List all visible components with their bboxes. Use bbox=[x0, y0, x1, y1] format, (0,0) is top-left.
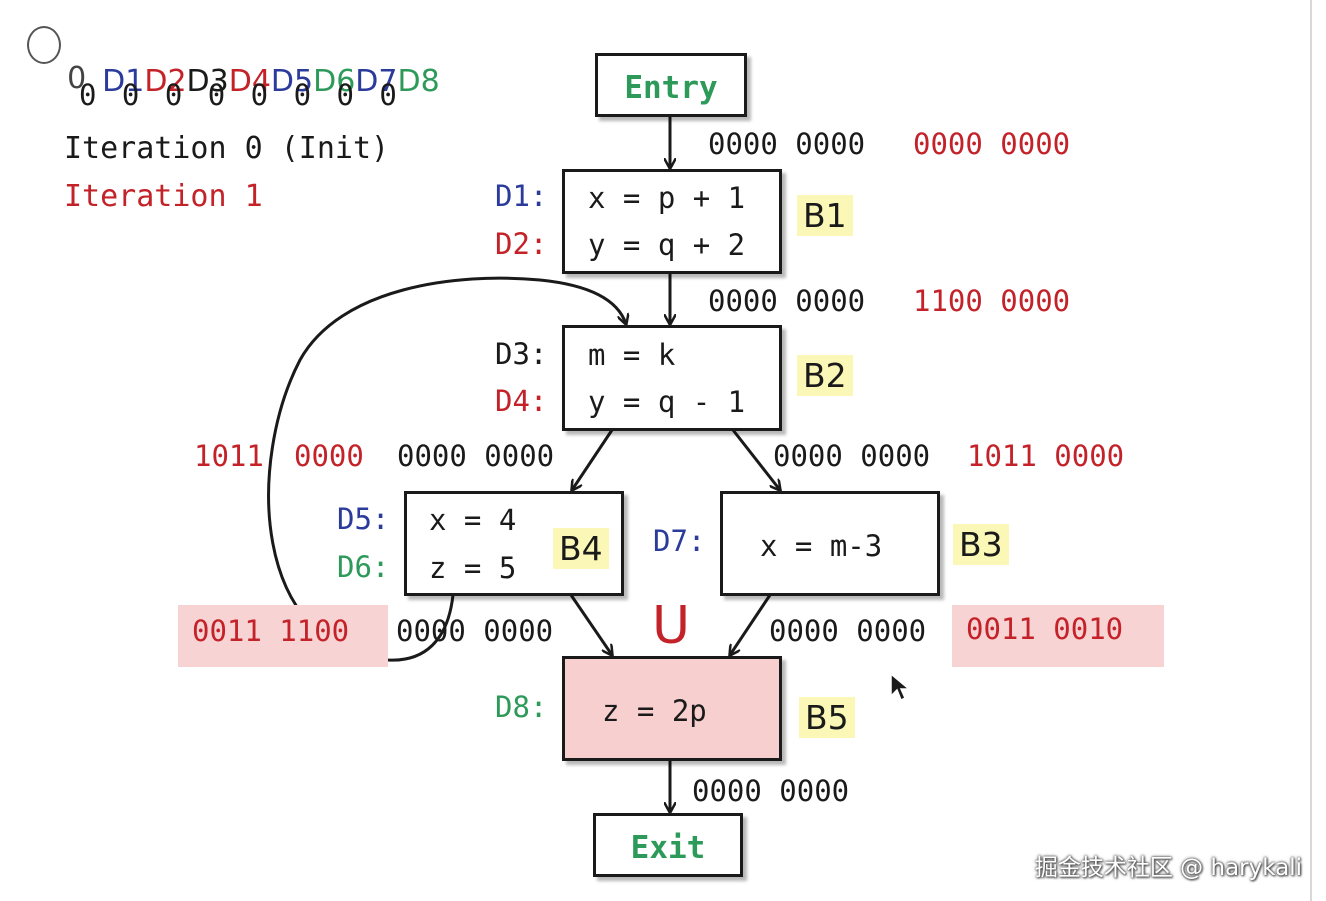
b3-out-new: 0011 0010 bbox=[966, 612, 1124, 646]
block-b1-label: B1 bbox=[797, 195, 853, 236]
watermark: 掘金技术社区 @ harykali bbox=[1034, 855, 1302, 881]
b5-stmt-1: z = 2p bbox=[602, 694, 707, 728]
b1-stmt-2: y = q + 2 bbox=[588, 228, 746, 262]
b4-stmt-1: x = 4 bbox=[429, 503, 517, 537]
right-edge-divider bbox=[1310, 0, 1312, 901]
circled-zero-marker: 0 bbox=[27, 26, 86, 96]
block-b4: x = 4 z = 5 B4 bbox=[404, 491, 624, 596]
block-b3-label: B3 bbox=[953, 524, 1009, 565]
b3-out-old: 0000 0000 bbox=[769, 614, 927, 648]
b1-stmt-1: x = p + 1 bbox=[588, 181, 746, 215]
b3-def-d7: D7: bbox=[653, 524, 706, 558]
edge-b4-back-b2 bbox=[267, 276, 626, 662]
def-d6: D6 bbox=[313, 64, 356, 99]
definitions-legend: D1D2D3D4D5D6D7D8 bbox=[64, 37, 440, 127]
b2-stmt-2: y = q - 1 bbox=[588, 385, 746, 419]
b2-def-d4: D4: bbox=[495, 384, 548, 418]
b2-stmt-1: m = k bbox=[588, 338, 676, 372]
block-b1: x = p + 1 y = q + 2 bbox=[562, 169, 782, 274]
exit-label: Exit bbox=[630, 830, 706, 866]
b1-def-d2: D2: bbox=[495, 227, 548, 261]
entry-label: Entry bbox=[624, 70, 718, 106]
mouse-cursor-icon bbox=[890, 672, 912, 702]
exit-node: Exit bbox=[593, 813, 743, 877]
b2-def-d3: D3: bbox=[495, 337, 548, 371]
def-d7: D7 bbox=[355, 64, 398, 99]
block-b5: z = 2p bbox=[562, 656, 782, 761]
b2-right-new: 1011 0000 bbox=[967, 439, 1125, 473]
b3-out-highlight bbox=[952, 605, 1164, 667]
b4-def-d5: D5: bbox=[337, 502, 390, 536]
b2-left-old: 0000 0000 bbox=[397, 439, 555, 473]
block-b3: x = m-3 bbox=[720, 491, 940, 596]
entry-node: Entry bbox=[595, 53, 747, 117]
entry-out-new: 0000 0000 bbox=[913, 127, 1071, 161]
b1-def-d1: D1: bbox=[495, 179, 548, 213]
iteration-1-label: Iteration 1 bbox=[64, 179, 263, 214]
edge-b2-b4 bbox=[572, 429, 614, 490]
b3-stmt-1: x = m-3 bbox=[760, 529, 883, 563]
edge-b2-b3 bbox=[731, 429, 780, 490]
b5-def-d8: D8: bbox=[495, 690, 548, 724]
def-d2: D2 bbox=[144, 64, 187, 99]
block-b5-label: B5 bbox=[799, 697, 855, 738]
block-b2: m = k y = q - 1 bbox=[562, 325, 782, 431]
block-b4-label: B4 bbox=[553, 528, 609, 569]
b5-out: 0000 0000 bbox=[692, 774, 850, 808]
b1-out-new: 1100 0000 bbox=[913, 284, 1071, 318]
b1-out-old: 0000 0000 bbox=[708, 284, 866, 318]
edge-b3-b5 bbox=[730, 594, 772, 655]
edge-b4-b5 bbox=[569, 594, 612, 655]
b4-stmt-2: z = 5 bbox=[429, 551, 517, 585]
union-symbol: U bbox=[652, 596, 691, 656]
def-d1: D1 bbox=[102, 64, 145, 99]
b2-right-old: 0000 0000 bbox=[773, 439, 931, 473]
b4-out-old: 0000 0000 bbox=[396, 614, 554, 648]
iteration-0-label: Iteration 0 (Init) bbox=[64, 131, 390, 166]
b2-left-new: 1011 bbox=[194, 439, 264, 473]
b4-out-new: 0011 1100 bbox=[192, 614, 350, 648]
block-b2-label: B2 bbox=[797, 355, 853, 396]
b4-def-d6: D6: bbox=[337, 550, 390, 584]
b4-out-highlight bbox=[178, 605, 388, 667]
b2-left-mid: 0000 bbox=[294, 439, 364, 473]
def-d4: D4 bbox=[228, 64, 271, 99]
entry-out-old: 0000 0000 bbox=[708, 127, 866, 161]
init-bits: 0 0 0 0 0 0 0 0 bbox=[79, 78, 401, 112]
def-d8: D8 bbox=[397, 64, 440, 99]
def-d5: D5 bbox=[270, 64, 314, 99]
def-d3: D3 bbox=[186, 64, 229, 99]
